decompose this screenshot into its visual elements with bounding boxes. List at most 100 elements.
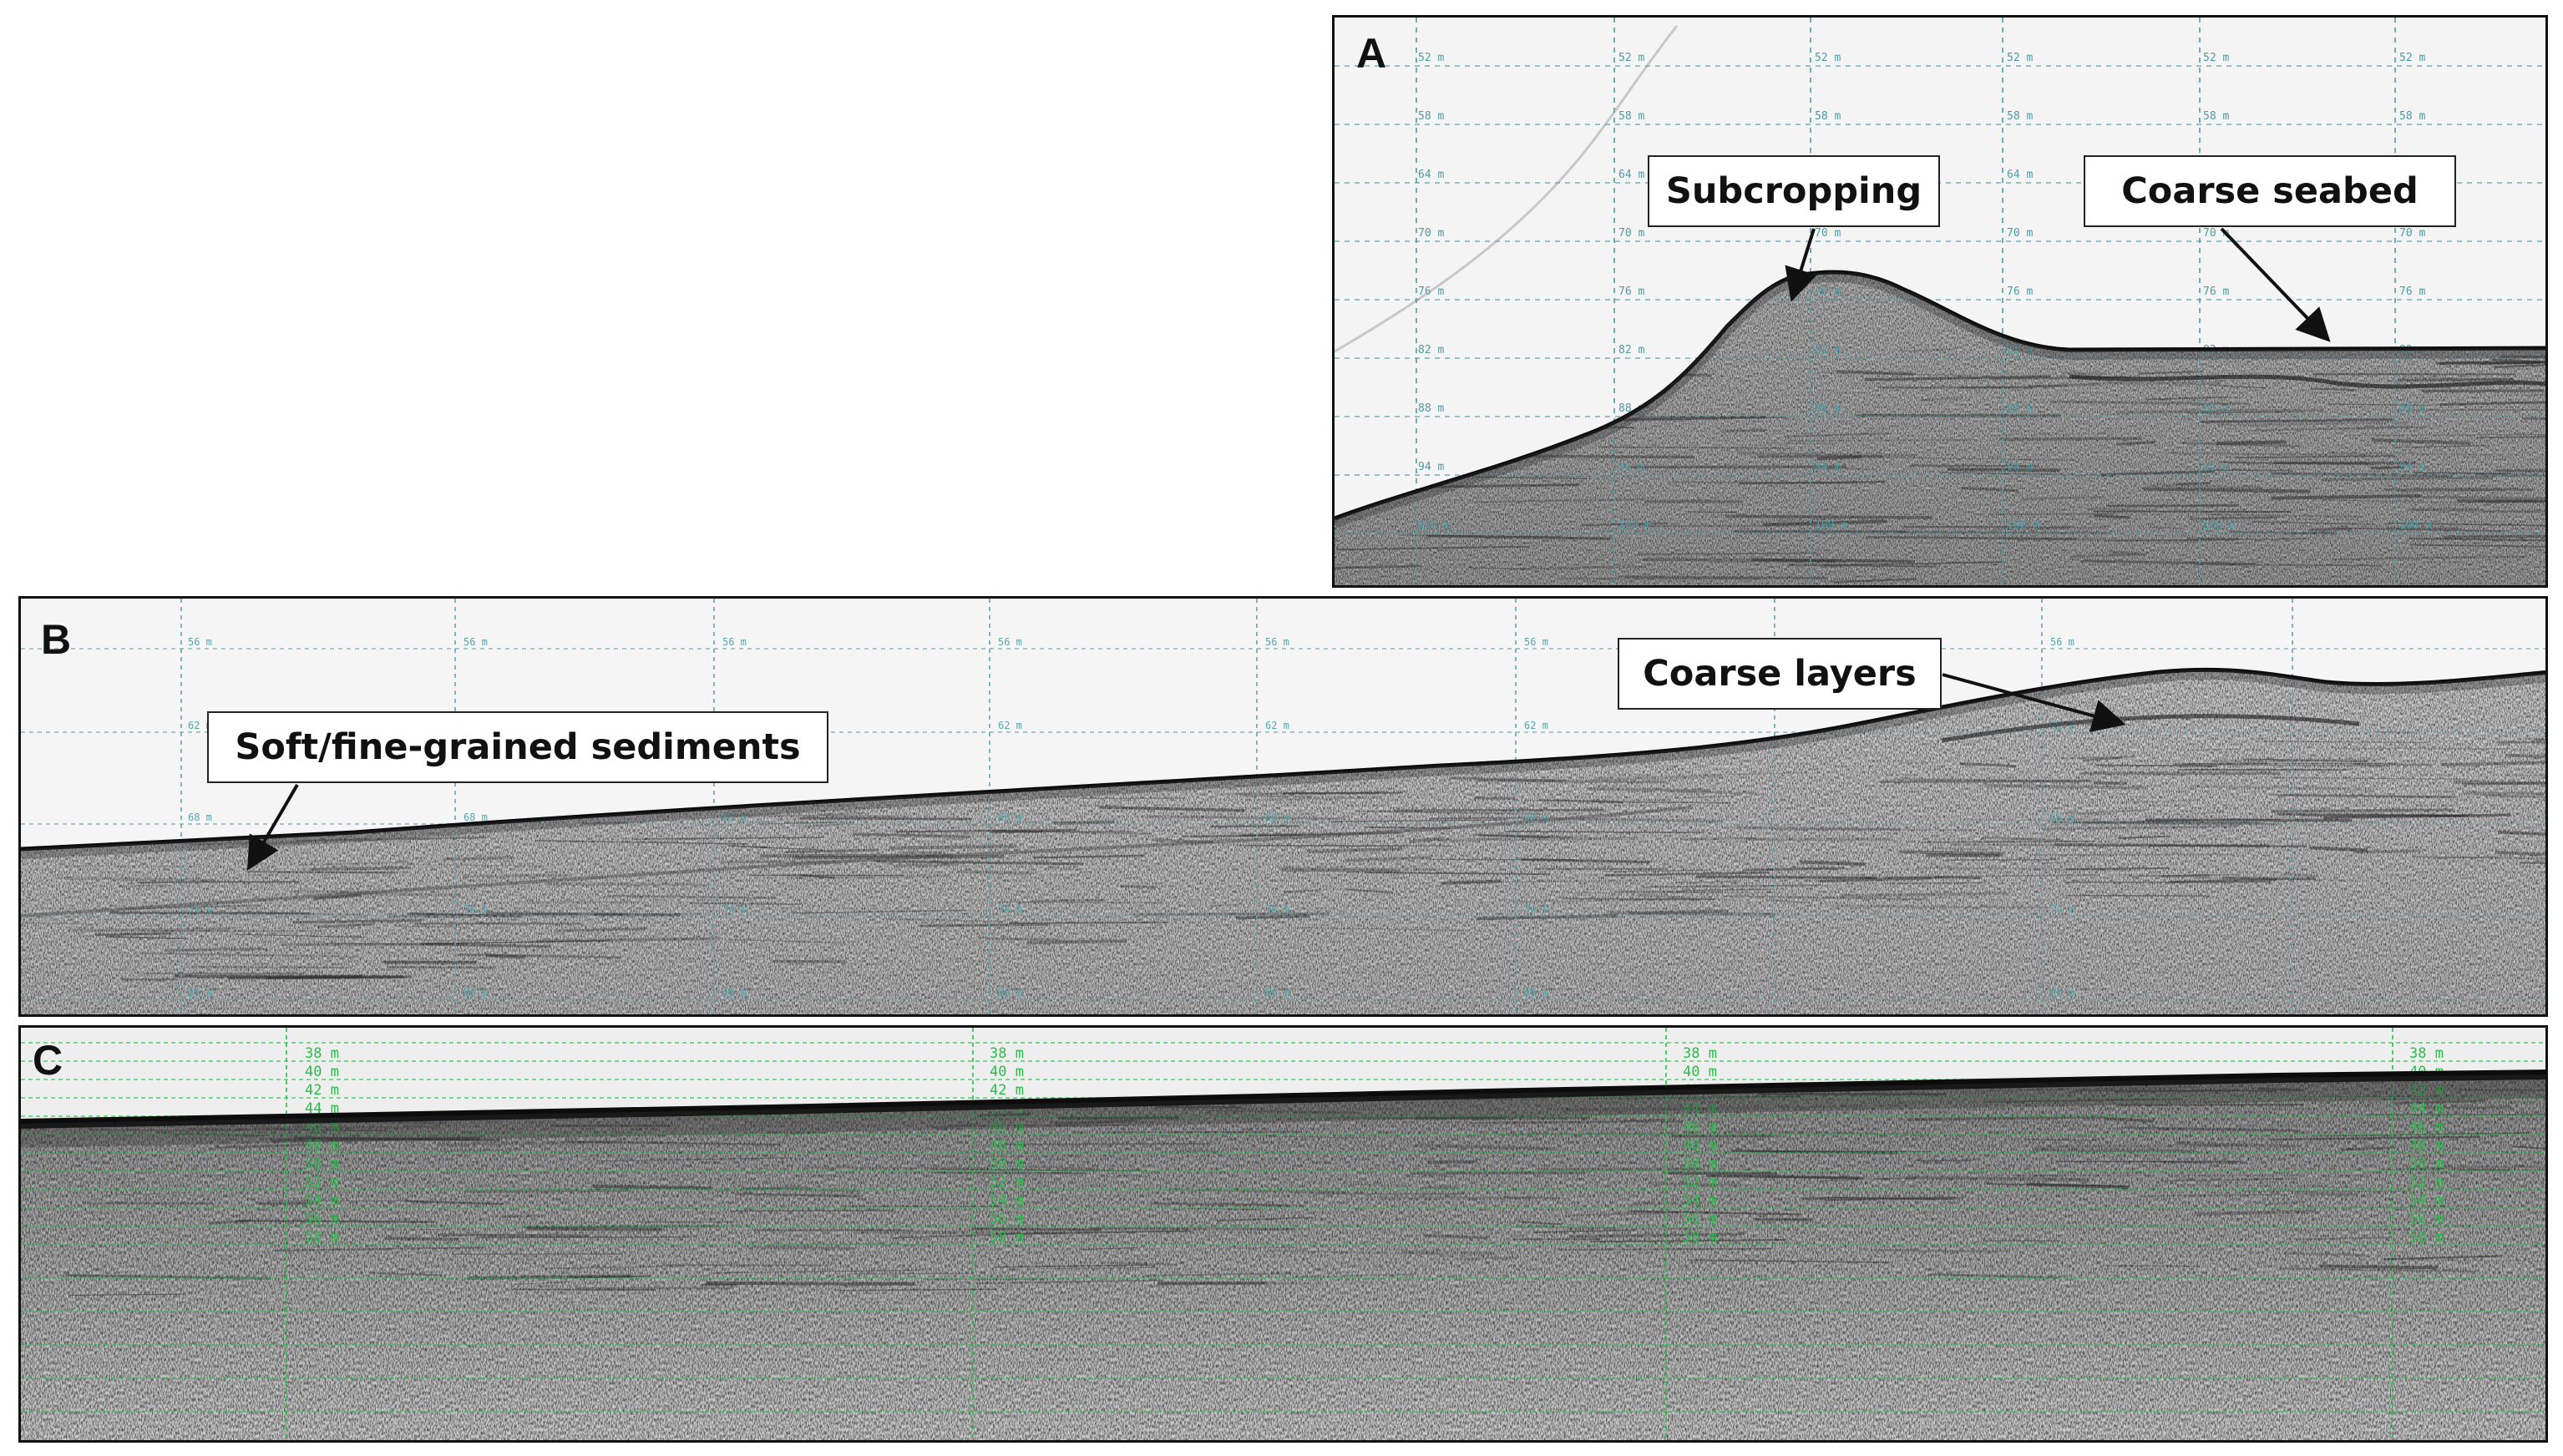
depth-tick-label: 56 m <box>1683 1211 1717 1227</box>
depth-tick-label: 46 m <box>1683 1119 1717 1135</box>
depth-tick-label: 58 m <box>1683 1229 1717 1246</box>
depth-tick-label: 50 m <box>990 1155 1024 1172</box>
depth-tick-label: 88 m <box>2399 402 2425 415</box>
depth-tick-label: 50 m <box>1683 1155 1717 1172</box>
depth-tick-label: 40 m <box>990 1064 1024 1080</box>
panel-a: 52 m 52 m 52 m 52 m 52 m 52 m 58 m 58 m 58 m 58 m… <box>1332 15 2548 588</box>
depth-tick-label: 38 m <box>305 1045 339 1062</box>
depth-tick-label: 100 m <box>2203 519 2236 532</box>
depth-tick-label: 70 m <box>2203 227 2229 240</box>
depth-tick-label: 62 m <box>188 720 212 731</box>
depth-tick-label: 56 m <box>1265 636 1289 648</box>
depth-tick-label: 94 m <box>2007 461 2033 473</box>
depth-tick-label: 64 m <box>1418 169 1444 181</box>
depth-tick-label: 42 m <box>305 1082 339 1099</box>
panel-c-label: C <box>33 1037 63 1084</box>
depth-tick-label: 70 m <box>2007 227 2033 240</box>
depth-tick-label: 42 m <box>2409 1082 2444 1099</box>
depth-tick-label: 52 m <box>1683 1174 1717 1191</box>
soft-sediments-callout: Soft/fine-grained sediments <box>207 711 828 783</box>
depth-tick-label: 68 m <box>2050 811 2074 823</box>
depth-tick-label: 56 m <box>722 636 747 648</box>
depth-tick-label: 52 m <box>1418 52 1444 64</box>
depth-tick-label: 48 m <box>2409 1137 2444 1154</box>
depth-tick-label: 74 m <box>2050 903 2074 915</box>
depth-tick-label: 88 m <box>1618 402 1644 415</box>
depth-tick-label: 94 m <box>1618 461 1644 473</box>
depth-tick-label: 100 m <box>2007 519 2039 532</box>
depth-tick-label: 68 m <box>998 811 1022 823</box>
depth-tick-label: 88 m <box>1418 402 1444 415</box>
depth-tick-label: 56 m <box>305 1211 339 1227</box>
depth-tick-label: 100 m <box>1418 519 1451 532</box>
depth-tick-label: 76 m <box>2203 286 2229 298</box>
depth-tick-label: 68 m <box>463 811 488 823</box>
depth-tick-label: 50 m <box>2409 1155 2444 1172</box>
depth-tick-label: 52 m <box>305 1174 339 1191</box>
depth-tick-label: 58 m <box>1815 110 1841 123</box>
depth-tick-label: 56 m <box>990 1211 1024 1227</box>
depth-tick-label: 38 m <box>1683 1045 1717 1062</box>
depth-tick-label: 52 m <box>1618 52 1644 64</box>
depth-tick-label: 48 m <box>305 1137 339 1154</box>
depth-tick-label: 74 m <box>1265 903 1289 915</box>
depth-tick-label: 70 m <box>1815 227 1841 240</box>
depth-tick-label: 58 m <box>305 1229 339 1246</box>
depth-tick-label: 48 m <box>990 1137 1024 1154</box>
depth-tick-label: 68 m <box>1524 811 1548 823</box>
panel-a-profile: 52 m 52 m 52 m 52 m 52 m 52 m 58 m 58 m 58 m 58 m… <box>1335 18 2545 585</box>
depth-tick-label: 58 m <box>2399 110 2425 123</box>
depth-tick-label: 76 m <box>1815 286 1841 298</box>
depth-tick-label: 52 m <box>2007 52 2033 64</box>
depth-tick-label: 48 m <box>1683 1137 1717 1154</box>
depth-tick-label: 70 m <box>2399 227 2425 240</box>
depth-tick-label: 58 m <box>2409 1229 2444 1246</box>
depth-tick-label: 94 m <box>1815 461 1841 473</box>
depth-tick-label: 80 m <box>463 987 488 998</box>
depth-tick-label: 82 m <box>1815 344 1841 356</box>
depth-tick-label: 100 m <box>1815 519 1847 532</box>
depth-tick-label: 52 m <box>1815 52 1841 64</box>
depth-tick-label: 64 m <box>1618 169 1644 181</box>
depth-tick-label: 50 m <box>305 1155 339 1172</box>
depth-tick-label: 74 m <box>463 903 488 915</box>
depth-tick-label: 80 m <box>998 987 1022 998</box>
depth-tick-label: 40 m <box>1683 1064 1717 1080</box>
depth-tick-label: 100 m <box>2399 519 2432 532</box>
depth-tick-label: 62 m <box>998 720 1022 731</box>
depth-tick-label: 58 m <box>2203 110 2229 123</box>
depth-tick-label: 82 m <box>1418 344 1444 356</box>
depth-tick-label: 58 m <box>1418 110 1444 123</box>
depth-tick-label: 88 m <box>2007 402 2033 415</box>
depth-tick-label: 70 m <box>1618 227 1644 240</box>
depth-tick-label: 56 m <box>463 636 488 648</box>
depth-tick-label: 46 m <box>990 1119 1024 1135</box>
depth-tick-label: 54 m <box>990 1192 1024 1209</box>
depth-tick-label: 38 m <box>990 1045 1024 1062</box>
depth-tick-label: 74 m <box>188 903 212 915</box>
depth-tick-label: 44 m <box>1683 1100 1717 1117</box>
depth-tick-label: 52 m <box>2399 52 2425 64</box>
depth-tick-label: 56 m <box>2050 636 2074 648</box>
depth-tick-label: 82 m <box>2007 344 2033 356</box>
depth-tick-label: 54 m <box>1683 1192 1717 1209</box>
coarse-seabed-callout: Coarse seabed <box>2084 155 2456 227</box>
depth-tick-label: 62 m <box>1524 720 1548 731</box>
depth-tick-label: 82 m <box>1618 344 1644 356</box>
depth-tick-label: 52 m <box>2203 52 2229 64</box>
depth-tick-label: 56 m <box>998 636 1022 648</box>
depth-tick-label: 68 m <box>1265 811 1289 823</box>
depth-tick-label: 56 m <box>2409 1211 2444 1227</box>
depth-tick-label: 54 m <box>2409 1192 2444 1209</box>
depth-tick-label: 76 m <box>1618 286 1644 298</box>
depth-tick-label: 100 m <box>1618 519 1651 532</box>
depth-tick-label: 58 m <box>990 1229 1024 1246</box>
depth-tick-label: 58 m <box>1618 110 1644 123</box>
depth-tick-label: 74 m <box>722 903 747 915</box>
depth-tick-label: 44 m <box>2409 1100 2444 1117</box>
depth-tick-label: 62 m <box>1265 720 1289 731</box>
depth-tick-label: 80 m <box>722 987 747 998</box>
depth-tick-label: 68 m <box>188 811 212 823</box>
